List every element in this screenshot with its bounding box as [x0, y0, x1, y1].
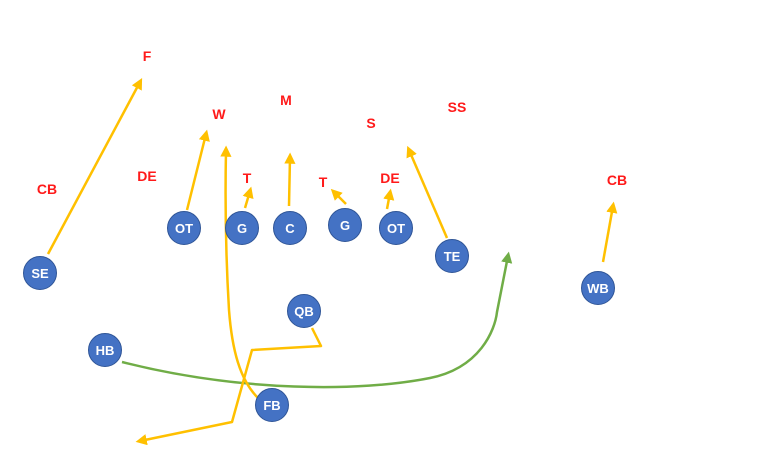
player-fb[interactable]: FB [255, 388, 289, 422]
ot-left-route [185, 129, 210, 211]
player-wb[interactable]: WB [581, 271, 615, 305]
player-g-left[interactable]: G [225, 211, 259, 245]
defender-m: M [280, 92, 292, 108]
te-route [406, 145, 449, 239]
player-g-right[interactable]: G [328, 208, 362, 242]
defender-de-right: DE [380, 170, 400, 186]
defender-de-left: DE [137, 168, 157, 184]
player-ot-left[interactable]: OT [167, 211, 201, 245]
hb-route [121, 251, 513, 389]
c-route [284, 152, 296, 207]
player-c[interactable]: C [273, 211, 307, 245]
defender-ss: SS [447, 99, 467, 115]
defender-t-left: T [242, 170, 252, 186]
player-te[interactable]: TE [435, 239, 469, 273]
wb-route [601, 201, 618, 263]
g-right-route [330, 188, 347, 205]
player-se[interactable]: SE [23, 256, 57, 290]
ot-right-route [383, 188, 395, 210]
player-hb[interactable]: HB [88, 333, 122, 367]
defender-cb-right: CB [606, 172, 628, 188]
player-qb[interactable]: QB [287, 294, 321, 328]
defender-f: F [142, 48, 152, 64]
defender-s: S [366, 115, 376, 131]
player-ot-right[interactable]: OT [379, 211, 413, 245]
g-left-route [242, 186, 254, 209]
se-route [46, 78, 143, 255]
defender-w: W [212, 106, 226, 122]
defender-t-right: T [318, 174, 328, 190]
fb-route [220, 145, 259, 399]
qb-route [135, 327, 323, 446]
defender-cb-left: CB [36, 181, 58, 197]
